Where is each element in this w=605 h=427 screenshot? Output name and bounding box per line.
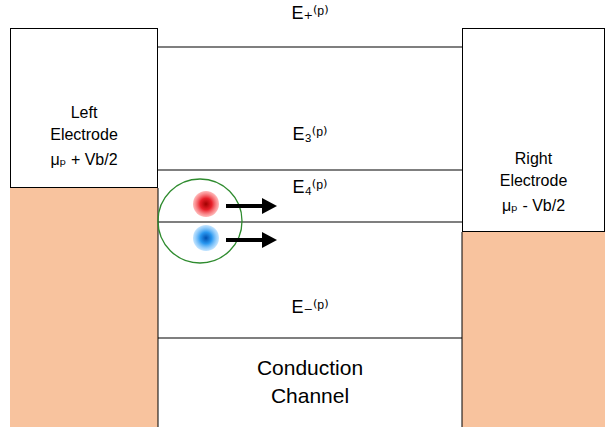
region-label: Conduction Channel (235, 354, 385, 410)
energy-level (158, 337, 462, 338)
left-filled-states (10, 188, 158, 427)
exciton-circle (158, 179, 242, 263)
energy-level (158, 46, 462, 47)
hole-ball (193, 191, 219, 217)
electrode-potential: μₚ + Vb/2 (50, 149, 117, 171)
electrode-name: Left Electrode (39, 102, 129, 146)
arrow-head (262, 198, 277, 214)
energy-label: E₊⁽ᵖ⁾ (250, 1, 370, 25)
energy-level (158, 169, 462, 170)
electrode-potential: μₚ - Vb/2 (502, 195, 565, 217)
electrode-box: Right Electrode μₚ - Vb/2 (462, 28, 605, 232)
energy-label: E₃⁽ᵖ⁾ (250, 122, 370, 146)
channel-edge (462, 232, 463, 427)
energy-label: E₄⁽ᵖ⁾ (250, 175, 370, 199)
electrode-name: Right Electrode (489, 148, 579, 192)
motion-arrow (226, 204, 263, 208)
motion-arrow (226, 238, 263, 242)
electrode-box: Left Electrode μₚ + Vb/2 (10, 28, 158, 188)
energy-level (158, 221, 462, 222)
energy-label: E₋⁽ᵖ⁾ (250, 295, 370, 319)
arrow-head (262, 232, 277, 248)
right-filled-states (462, 232, 605, 427)
electron-ball (193, 225, 219, 251)
